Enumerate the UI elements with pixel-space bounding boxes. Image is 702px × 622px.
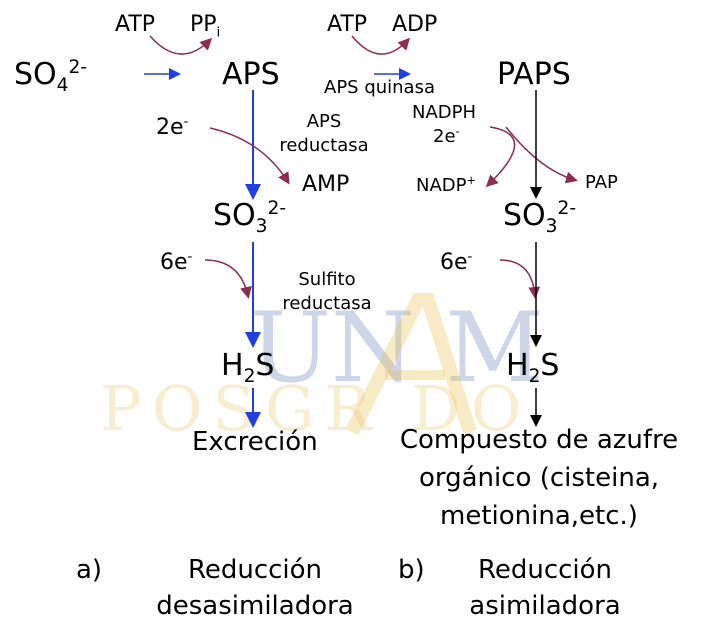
- watermark-bottom: POSGR DO: [100, 372, 532, 445]
- sulfate-label: SO42-: [14, 57, 88, 95]
- caption-b-text: Reducción asimiladora: [440, 557, 650, 619]
- aps-reductase-line1: APS: [306, 111, 342, 132]
- sulfate-sup: 2-: [68, 57, 88, 78]
- nadph-label: NADPH: [412, 102, 477, 123]
- caption-b-line1: Reducción: [477, 555, 613, 585]
- arrow-2e-to-amp: [209, 127, 290, 185]
- arrow-to-pap: [505, 126, 578, 184]
- organic-product-line2: orgánico (cisteina,: [418, 463, 660, 493]
- electrons-2e-a: 2e-: [156, 113, 189, 140]
- caption-b-letter: b): [398, 555, 425, 585]
- caption-a-text: Reducción desasimiladora: [140, 557, 370, 619]
- organic-sulfur-product: Compuesto de azufre orgánico (cisteina, …: [384, 427, 694, 529]
- excretion-label: Excreción: [192, 427, 318, 457]
- h2s-a-post: S: [255, 348, 275, 383]
- arrow-6e-b: [499, 259, 541, 299]
- nadp-sup: +: [466, 174, 476, 187]
- sulfite-label-a: SO32-: [213, 198, 287, 236]
- sulfite-a-sub: 3: [255, 216, 268, 237]
- pap-label: PAP: [585, 172, 618, 193]
- sulfite-reductase-line1: Sulfito: [298, 269, 356, 290]
- arrow-atp-to-ppi: [149, 35, 213, 55]
- sulfite-label-b: SO32-: [503, 198, 577, 236]
- sulfate-base: SO: [14, 57, 57, 92]
- aps-reductase-line2: reductasa: [279, 135, 369, 156]
- electrons-2e-b-base: 2e: [433, 126, 456, 147]
- sulfite-reductase-label: Sulfito reductasa: [272, 271, 382, 313]
- electrons-2e-b-sup: -: [455, 125, 460, 138]
- ppi-base: PP: [190, 12, 217, 37]
- aps-label: APS: [222, 57, 280, 92]
- paps-label: PAPS: [497, 57, 571, 92]
- atp-label-a: ATP: [115, 12, 156, 37]
- adp-label: ADP: [392, 12, 438, 37]
- electrons-2e-a-sup: -: [183, 113, 189, 130]
- arrow-atp-to-adp: [351, 35, 411, 55]
- sulfite-b-base: SO: [503, 198, 546, 233]
- organic-product-line1: Compuesto de azufre: [399, 425, 679, 455]
- electrons-2e-a-base: 2e: [156, 115, 184, 140]
- electrons-6e-a: 6e-: [160, 248, 193, 275]
- ppi-label: PPi: [190, 12, 220, 40]
- electrons-6e-b-base: 6e: [440, 250, 468, 275]
- sulfite-reductase-line2: reductasa: [282, 293, 372, 314]
- arrow-nadph-to-nadp: [485, 126, 516, 188]
- amp-label: AMP: [302, 172, 350, 197]
- nadp-base: NADP: [416, 175, 467, 196]
- organic-product-line3: metionina,etc.): [440, 501, 638, 531]
- nadp-label: NADP+: [416, 174, 476, 196]
- h2s-a-pre: H: [221, 348, 244, 383]
- electrons-6e-b: 6e-: [440, 248, 473, 275]
- caption-a-line1: Reducción: [187, 555, 323, 585]
- electrons-6e-b-sup: -: [467, 248, 473, 265]
- sulfite-a-sup: 2-: [267, 198, 287, 219]
- arrow-6e-a: [204, 259, 252, 299]
- sulfite-b-sup: 2-: [557, 198, 577, 219]
- h2s-b-post: S: [540, 348, 560, 383]
- h2s-label-b: H2S: [506, 348, 560, 386]
- electrons-6e-a-base: 6e: [160, 250, 188, 275]
- caption-a-line2: desasimiladora: [156, 591, 354, 621]
- sulfite-b-sub: 3: [545, 216, 558, 237]
- h2s-b-pre: H: [506, 348, 529, 383]
- watermark-top: UN M: [250, 292, 544, 404]
- atp-label-b: ATP: [327, 12, 368, 37]
- sulfite-a-base: SO: [213, 198, 256, 233]
- h2s-a-sub: 2: [243, 366, 256, 387]
- caption-a-letter: a): [76, 555, 103, 585]
- electrons-6e-a-sup: -: [187, 248, 193, 265]
- ppi-sub: i: [216, 24, 221, 41]
- aps-kinase-label: APS quinasa: [324, 77, 435, 98]
- sulfate-sub: 4: [56, 75, 69, 96]
- electrons-2e-b: 2e-: [433, 125, 460, 147]
- aps-reductase-label: APS reductasa: [274, 113, 374, 155]
- h2s-label-a: H2S: [221, 348, 275, 386]
- caption-b-line2: asimiladora: [469, 591, 621, 621]
- h2s-b-sub: 2: [528, 366, 541, 387]
